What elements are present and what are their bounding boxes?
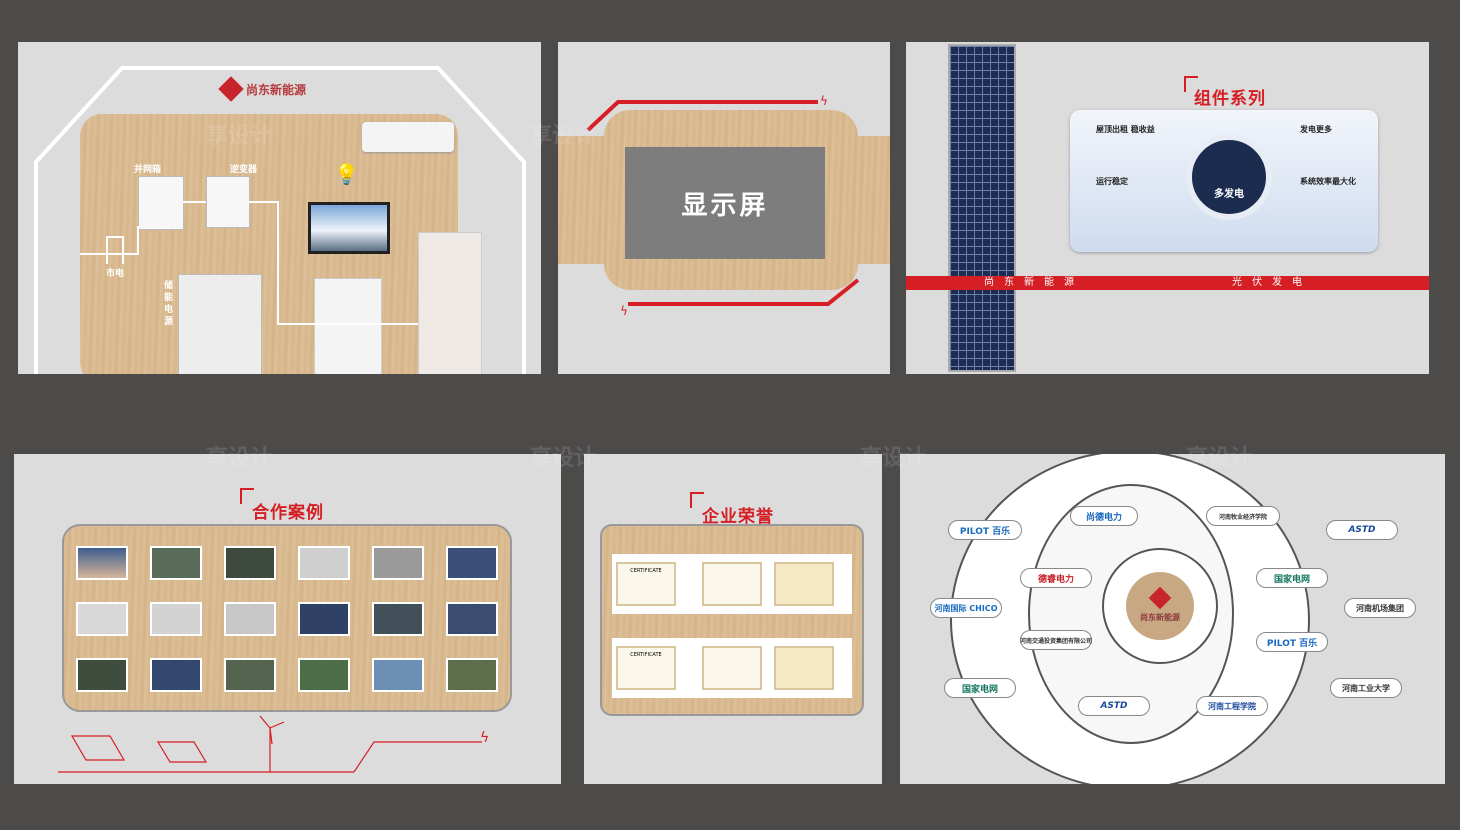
case-photo [372,658,424,692]
partner-logo: PILOT 百乐 [1256,632,1328,652]
center-label: 多发电 [1214,189,1244,200]
panel-partners: 尚东新能源 PILOT 百乐 尚德电力 河南牧业经济学院 ASTD 德睿电力 国… [900,454,1445,784]
case-photo [224,602,276,636]
partner-logo: 尚德电力 [1070,506,1138,526]
red-banner: 尚 东 新 能 源 光 伏 发 电 [906,276,1429,290]
refrigerator [418,232,482,374]
case-board [62,524,512,712]
partner-logo: ASTD [1326,520,1398,540]
inverter-label: 逆变器 [230,165,258,175]
feature-title: 系统效率最大化 [1300,177,1356,186]
partner-logo: 德睿电力 [1020,568,1092,588]
partner-logo: ASTD [1078,696,1150,716]
tower-icon [106,236,124,264]
wiring [80,201,418,325]
watermark: 享设计 [530,124,597,149]
brand-text: 尚东新能源 [246,82,307,97]
red-accent-lines [586,100,860,306]
partner-logo: 河南工业大学 [1330,678,1402,698]
panel-display-screen: 显示屏 ϟ ϟ [558,42,890,374]
case-photo [372,602,424,636]
title-bracket [690,492,704,508]
watermark: 享设计 [530,446,597,471]
grid-box [138,176,184,230]
case-photo [150,602,202,636]
battery-stack [178,274,262,374]
partner-logo: 河南牧业经济学院 [1206,506,1280,526]
air-conditioner [362,122,454,152]
tv [308,202,390,254]
case-photo [446,602,498,636]
case-photo [298,546,350,580]
feature-title: 发电更多 [1300,125,1332,134]
case-photo [446,658,498,692]
brand-text: 尚东新能源 [1140,612,1180,622]
brand-logo: 尚东新能源 [218,76,307,102]
case-photo [76,602,128,636]
case-photo [76,658,128,692]
section-title: 合作案例 [252,503,324,523]
case-photo [224,546,276,580]
panel-cases: 合作案例 ϟ [14,454,561,784]
watermark: 享设计 [1186,446,1253,471]
cert-text: CERTIFICATE [630,568,662,574]
screen-label: 显示屏 [681,190,769,221]
case-photo [76,546,128,580]
partner-logo: 河南交通投资集团有限公司 [1020,630,1092,650]
feature-card: 多发电 屋顶出租 稳收益 发电更多 运行稳定 系统效率最大化 [1070,110,1378,252]
banner-right-text: 光 伏 发 电 [1232,277,1302,288]
panel-honors: 企业荣誉 CERTIFICATE CERTIFICATE [584,454,882,784]
certificate [774,646,834,690]
case-photo [372,546,424,580]
screen: 显示屏 [625,147,825,259]
partner-logo: PILOT 百乐 [948,520,1022,540]
partner-logo: 河南国际 CHICO [930,598,1002,618]
bolt-icon: ϟ [620,304,628,318]
partner-logo: 河南工程学院 [1196,696,1268,716]
case-photo [150,658,202,692]
solar-wind-line-art [58,715,482,773]
certificate: CERTIFICATE [616,646,676,690]
case-photo [150,546,202,580]
watermark: 享设计 [206,124,273,149]
bulb-icon: 💡 [334,162,359,186]
partner-logo: 国家电网 [1256,568,1328,588]
partner-logo: 国家电网 [944,678,1016,698]
case-photo [298,658,350,692]
feature-title: 运行稳定 [1096,177,1128,186]
washing-machine [314,278,382,374]
brand-disc: 尚东新能源 [1126,572,1194,640]
wood-wall [80,114,458,374]
watermark: 享设计 [860,446,927,471]
bolt-icon: ϟ [820,94,828,108]
banner-left-text: 尚 东 新 能 源 [984,277,1074,288]
center-ring: 多发电 [1186,134,1272,220]
honor-board: CERTIFICATE CERTIFICATE [600,524,864,716]
case-photo [298,602,350,636]
utility-label: 市电 [106,269,125,279]
title-bracket [1184,76,1198,92]
title-bracket [240,488,254,504]
case-photo [224,658,276,692]
grid-box-label: 并网箱 [134,165,162,175]
bolt-icon: ϟ [480,730,490,746]
section-title: 企业荣誉 [702,507,774,527]
case-photo [446,546,498,580]
certificate [702,562,762,606]
certificate [774,562,834,606]
solar-panel [948,44,1016,372]
storage-label: 储能电源 [164,281,174,327]
house-outline [34,66,526,374]
panel-home-energy: 尚东新能源 💡 并网箱 逆变器 市电 储能电源 [18,42,541,374]
panel-module-series: 组件系列 多发电 屋顶出租 稳收益 发电更多 运行稳定 系统效率最大化 尚 东 … [906,42,1429,374]
watermark: 享设计 [206,446,273,471]
certificate: CERTIFICATE [616,562,676,606]
certificate [702,646,762,690]
section-title: 组件系列 [1194,89,1266,109]
cert-text: CERTIFICATE [630,652,662,658]
partner-logo: 河南机场集团 [1344,598,1416,618]
feature-title: 屋顶出租 稳收益 [1096,125,1155,134]
